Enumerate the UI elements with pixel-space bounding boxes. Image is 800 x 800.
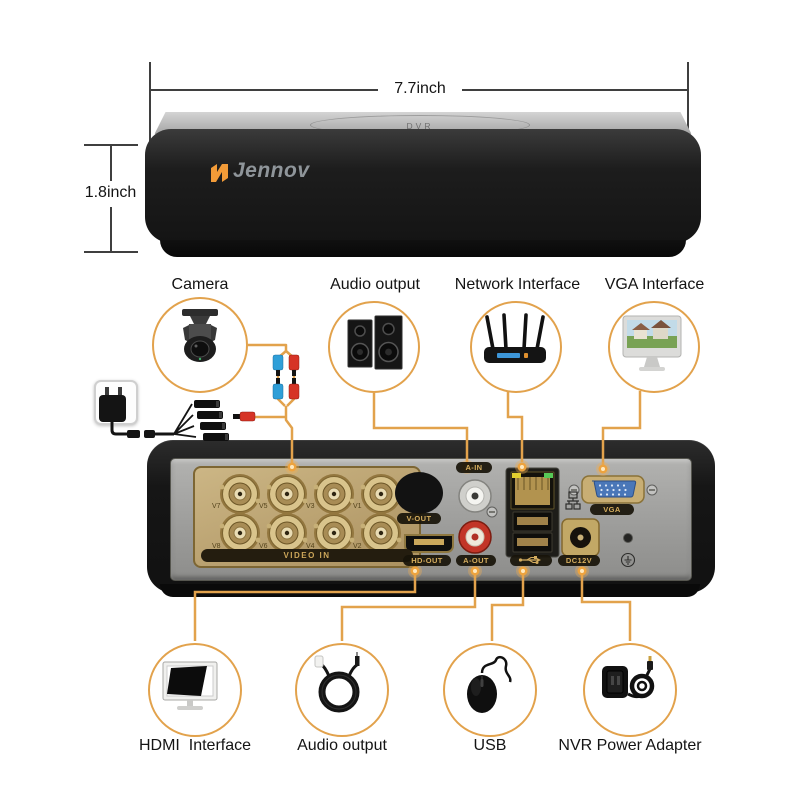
a-out-badge: A-OUT	[456, 555, 496, 566]
brand-logo-text: Jennov	[233, 159, 310, 182]
imac-monitor-icon	[622, 315, 682, 371]
dvr-rear-base	[160, 584, 700, 597]
brand-logo-icon	[211, 164, 228, 182]
vga-badge: VGA	[590, 504, 634, 515]
hdmi-interface-label: HDMI Interface	[138, 737, 252, 754]
video-in-label: VIDEO IN	[201, 549, 413, 562]
power-plug	[99, 395, 126, 422]
usb-symbol-icon	[518, 556, 541, 564]
camera-label: Camera	[171, 276, 229, 293]
usb-badge	[510, 555, 552, 566]
height-dim-cap-top	[84, 144, 138, 146]
power-adapter-circle	[583, 643, 677, 737]
audio-cable-icon	[314, 652, 360, 713]
width-dimension-label: 7.7inch	[394, 80, 446, 97]
audio-output-bottom-label: Audio output	[297, 737, 387, 754]
dvr-front-base	[160, 240, 686, 257]
usb-label: USB	[473, 737, 507, 754]
width-dim-tick-right	[687, 62, 689, 159]
dc12v-badge: DC12V	[558, 555, 600, 566]
a-in-badge: A-IN	[456, 462, 492, 473]
nvr-power-adapter-label: NVR Power Adapter	[558, 737, 702, 754]
bullet-camera-icon	[182, 309, 218, 362]
hd-out-badge: HD-OUT	[403, 555, 451, 566]
width-dim-tick-left	[149, 62, 151, 159]
outlet-slot-left	[105, 387, 109, 395]
audio-output-top-label: Audio output	[330, 276, 420, 293]
height-dim-line-a	[110, 145, 112, 181]
brand-logo: Jennov	[210, 159, 310, 183]
bnc-label: V8	[212, 543, 221, 550]
bnc-label: V6	[259, 543, 268, 550]
bnc-label: V3	[306, 503, 315, 510]
power-adapter-icon	[602, 656, 655, 699]
speakers-circle	[328, 301, 420, 393]
height-dim-line-b	[110, 207, 112, 252]
bnc-label: V2	[353, 543, 362, 550]
bnc-label: V5	[259, 503, 268, 510]
audio-cable-circle	[295, 643, 389, 737]
monitor-icon	[162, 661, 218, 710]
vga-interface-label: VGA Interface	[604, 276, 705, 293]
dvr-front-body	[145, 129, 701, 243]
network-interface-label: Network Interface	[454, 276, 581, 293]
width-dim-line-a	[150, 89, 378, 91]
bnc-label: V7	[212, 503, 221, 510]
width-dim-line-b	[462, 89, 688, 91]
bnc-label: V1	[353, 503, 362, 510]
v-out-badge: V-OUT	[397, 513, 441, 524]
height-dimension-label: 1.8inch	[84, 184, 137, 201]
wifi-router-icon	[484, 313, 546, 363]
speakers-icon	[347, 315, 403, 370]
camera-circle	[152, 297, 248, 393]
outlet-slot-right	[118, 387, 122, 395]
bnc-label: V4	[306, 543, 315, 550]
mouse-icon	[467, 655, 512, 713]
